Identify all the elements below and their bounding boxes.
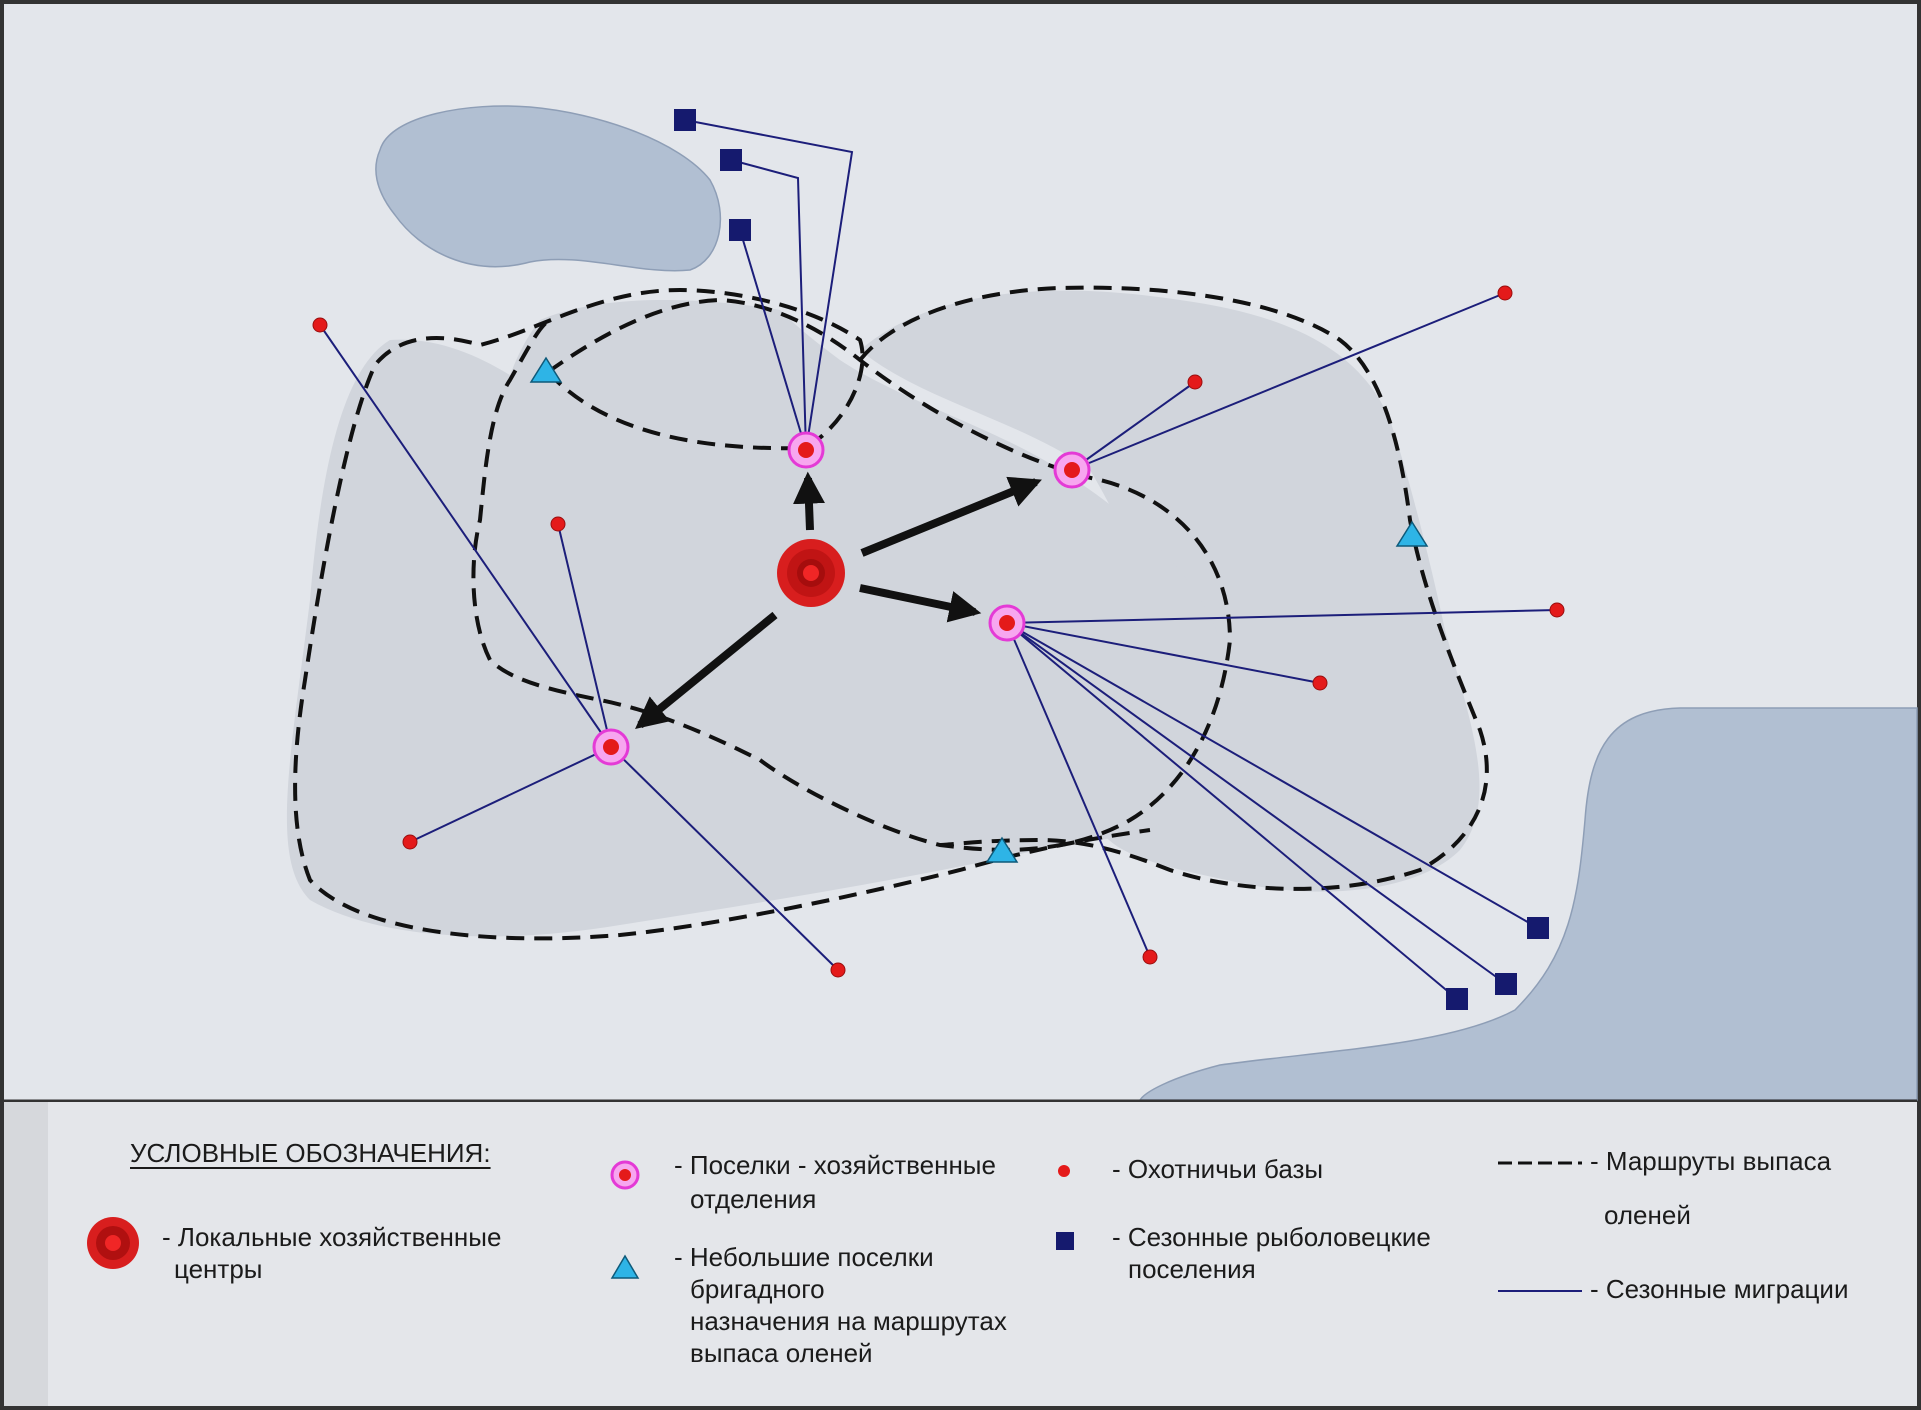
- hunting-bases: [312, 285, 1565, 978]
- migration-line: [1006, 609, 1558, 624]
- settlement-icon: [787, 431, 825, 469]
- arrows: [635, 471, 1042, 730]
- migration-line: [610, 746, 839, 971]
- legend-grazing-routes-line1: - Маршруты выпаса: [1590, 1146, 1832, 1176]
- settlement-icon: [988, 604, 1026, 642]
- legend-brigade-line2: бригадного: [690, 1274, 825, 1304]
- arrow-southwest: [635, 611, 778, 730]
- migration-line: [1071, 292, 1506, 471]
- hunting-base-icon: [1549, 602, 1565, 618]
- legend-title: УСЛОВНЫЕ ОБОЗНАЧЕНИЯ:: [130, 1138, 491, 1168]
- settlements: [592, 431, 1091, 766]
- legend: УСЛОВНЫЕ ОБОЗНАЧЕНИЯ: - Локальные хозяйс…: [4, 1102, 1917, 1406]
- legend-brigade-line4: выпаса оленей: [690, 1338, 873, 1368]
- migration-line: [1006, 622, 1151, 958]
- migration-line: [1071, 381, 1196, 471]
- legend-local-center-icon: [87, 1217, 139, 1269]
- migration-line: [1006, 622, 1321, 684]
- lake: [375, 105, 722, 272]
- migration-line: [319, 324, 612, 748]
- fishing-settlement-icon: [1527, 917, 1549, 939]
- migration-lines: [319, 119, 1558, 1000]
- legend-local-centers-line2: центры: [174, 1254, 263, 1284]
- migration-line: [557, 523, 612, 748]
- hunting-base-icon: [312, 317, 328, 333]
- fishing-settlement-icon: [674, 109, 696, 131]
- brigade-settlement-icon: [1395, 520, 1429, 547]
- legend-left-strip: [4, 1102, 48, 1406]
- legend-settlements-line2: отделения: [690, 1184, 817, 1214]
- hunting-base-icon: [830, 962, 846, 978]
- legend-local-centers-line1: - Локальные хозяйственные: [162, 1222, 502, 1252]
- settlement-icon: [592, 728, 630, 766]
- brigade-settlement-icon: [985, 836, 1019, 863]
- hunting-base-icon: [1497, 285, 1513, 301]
- legend-fishing-line1: - Сезонные рыболовецкие: [1112, 1222, 1431, 1252]
- migration-line: [730, 159, 807, 451]
- fishing-settlements: [674, 109, 1549, 1010]
- migration-line: [409, 746, 612, 843]
- legend-brigade-line3: назначения на маршрутах: [690, 1306, 1007, 1336]
- hunting-base-icon: [1142, 949, 1158, 965]
- legend-hunting-base-icon: [1058, 1165, 1070, 1177]
- hunting-base-icon: [402, 834, 418, 850]
- legend-grazing-route-line: [1498, 1161, 1582, 1165]
- hunting-base-icon: [550, 516, 566, 532]
- migration-line: [1006, 622, 1539, 929]
- legend-hunting-bases: - Охотничьи базы: [1112, 1154, 1324, 1184]
- legend-fishing-line2: поселения: [1128, 1254, 1256, 1284]
- migration-line: [1006, 622, 1507, 985]
- hunting-base-icon: [1187, 374, 1203, 390]
- arrow-northeast: [860, 476, 1042, 557]
- legend-settlements-line1: - Поселки - хозяйственные: [674, 1150, 996, 1180]
- migration-line: [739, 229, 807, 451]
- legend-seasonal-migrations: - Сезонные миграции: [1590, 1274, 1849, 1304]
- fishing-settlement-icon: [1446, 988, 1468, 1010]
- legend-grazing-routes-line2: оленей: [1604, 1200, 1691, 1230]
- sea: [1138, 707, 1918, 1101]
- brigade-settlements: [529, 356, 1429, 863]
- arrow-east: [859, 584, 982, 623]
- local-center-icon: [777, 539, 845, 607]
- migration-line: [1006, 622, 1458, 1000]
- grazing-routes: [293, 285, 1489, 941]
- fishing-settlement-icon: [1495, 973, 1517, 995]
- settlement-icon: [1053, 451, 1091, 489]
- brigade-settlement-icon: [529, 356, 563, 383]
- arrow-north: [792, 471, 825, 531]
- fishing-settlement-icon: [729, 219, 751, 241]
- legend-fishing-settlement-icon: [1056, 1232, 1074, 1250]
- fishing-settlement-icon: [720, 149, 742, 171]
- grazing-route-east: [858, 285, 1489, 891]
- legend-settlement-icon: [610, 1160, 640, 1190]
- legend-brigade-line1: - Небольшие поселки: [674, 1242, 934, 1272]
- legend-brigade-settlement-icon: [610, 1254, 640, 1279]
- hunting-base-icon: [1312, 675, 1328, 691]
- legend-migration-line: [1498, 1290, 1582, 1292]
- migration-line: [684, 119, 854, 451]
